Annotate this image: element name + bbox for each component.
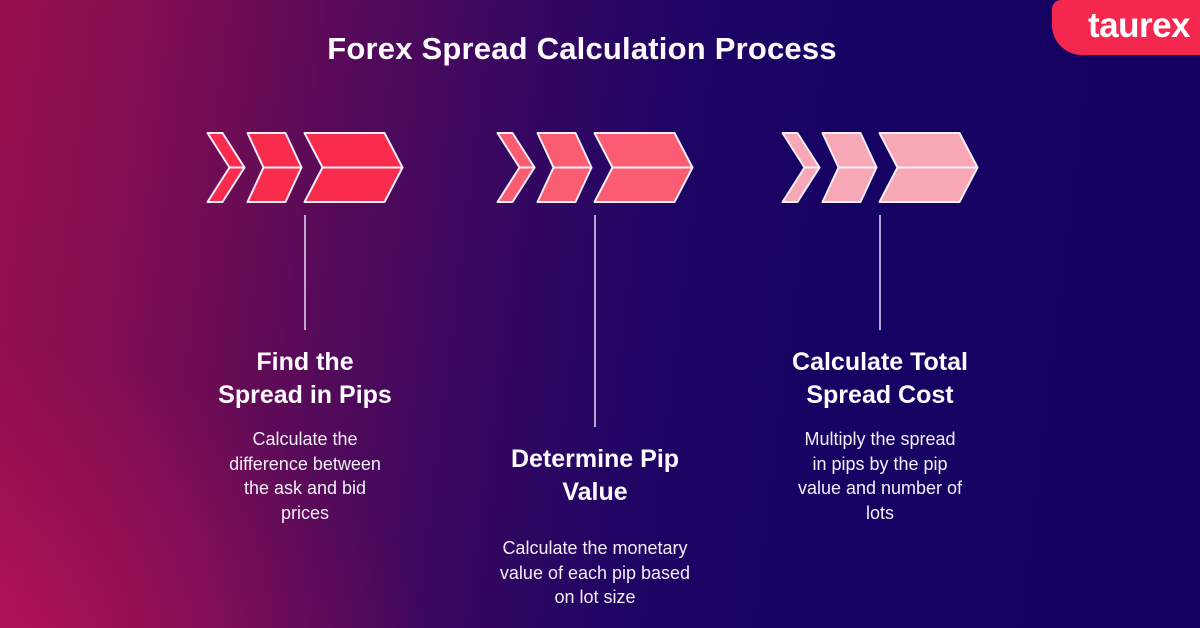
triple-chevron-arrow-icon <box>496 132 694 203</box>
chevron-small-bottom <box>781 166 821 203</box>
step-heading: Find the Spread in Pips <box>218 348 392 409</box>
chevron-medium-top <box>821 132 878 169</box>
chevron-small-top <box>496 132 536 169</box>
page-title: Forex Spread Calculation Process <box>327 31 837 66</box>
chevron-large-top <box>303 132 404 169</box>
taurex-logo-badge: taurex <box>1052 0 1200 55</box>
chevron-medium-top <box>246 132 303 169</box>
chevron-small-top <box>206 132 246 169</box>
taurex-logo-text: taurex <box>1087 6 1191 45</box>
step-heading: Determine Pip Value <box>510 445 680 506</box>
step-column-2: Determine Pip Value Calculate the moneta… <box>475 0 715 628</box>
chevron-small-bottom <box>496 166 536 203</box>
chevron-medium-bottom <box>536 166 593 203</box>
chevron-large-bottom <box>878 166 979 203</box>
chevron-small-top <box>781 132 821 169</box>
triple-chevron-arrow-icon <box>781 132 979 203</box>
chevron-large-top <box>593 132 694 169</box>
chevron-large-bottom <box>303 166 404 203</box>
step-description: Calculate the difference between the ask… <box>229 429 381 524</box>
connector-line <box>304 215 306 330</box>
step-column-1: Find the Spread in Pips Calculate the di… <box>185 0 425 628</box>
step-heading: Calculate Total Spread Cost <box>792 348 968 409</box>
triple-chevron-arrow-icon <box>206 132 404 203</box>
connector-line <box>594 215 596 427</box>
chevron-small-bottom <box>206 166 246 203</box>
chevron-medium-top <box>536 132 593 169</box>
chevron-large-top <box>878 132 979 169</box>
connector-line <box>879 215 881 330</box>
step-description: Multiply the spread in pips by the pip v… <box>797 429 963 524</box>
chevron-large-bottom <box>593 166 694 203</box>
step-description: Calculate the monetary value of each pip… <box>499 538 691 608</box>
chevron-medium-bottom <box>246 166 303 203</box>
chevron-medium-bottom <box>821 166 878 203</box>
step-column-3: Calculate Total Spread Cost Multiply the… <box>760 0 1000 628</box>
